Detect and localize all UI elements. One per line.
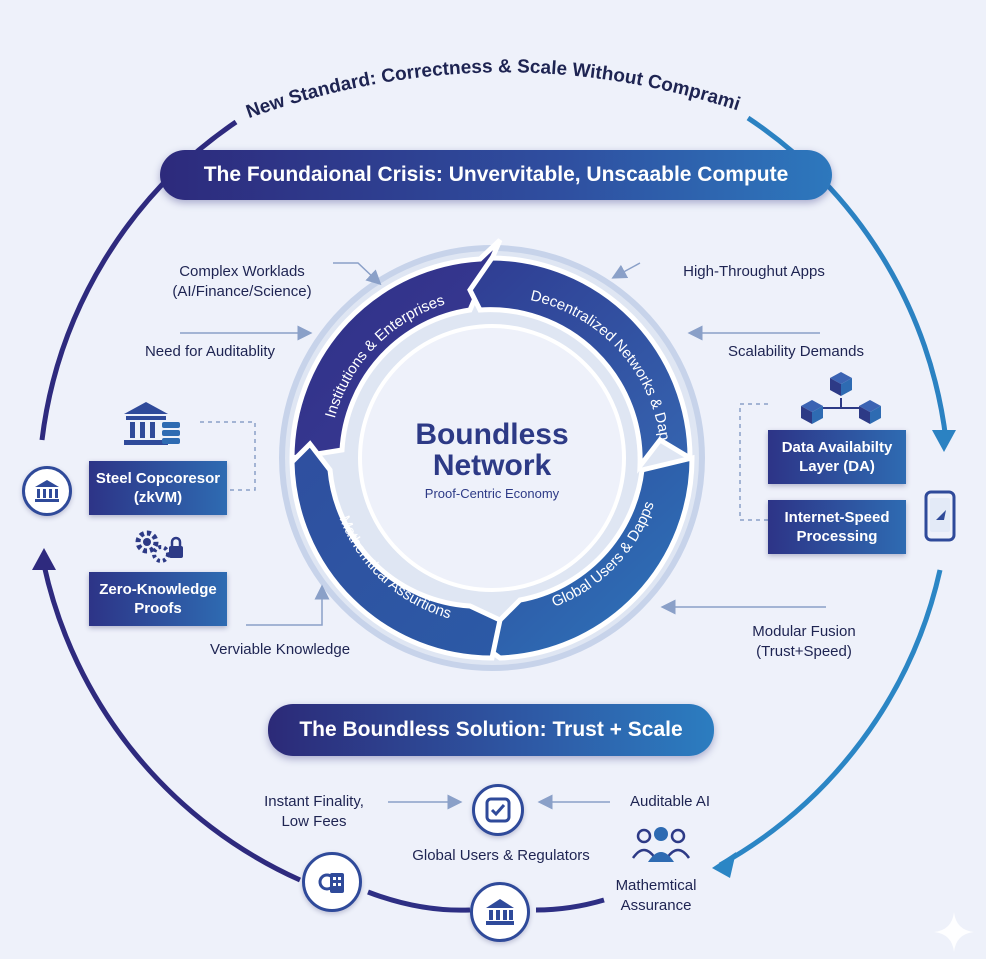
top-banner-text: The Foundaional Crisis: Unvervitable, Un… [203, 163, 789, 186]
internet-line2: Processing [796, 528, 878, 545]
internet-speed-box: Internet-Speed Processing [768, 500, 906, 554]
instant-line1: Instant Finality, [264, 793, 364, 810]
center-title: Boundless Network Proof-Centric Economy [392, 418, 592, 502]
bottom-banner: The Boundless Solution: Trust + Scale [268, 704, 714, 756]
top-banner: The Foundaional Crisis: Unvervitable, Un… [160, 150, 832, 200]
users-icon [630, 824, 692, 864]
modular-line2: (Trust+Speed) [756, 643, 852, 660]
building-icon [302, 852, 362, 912]
connector-arrows [180, 262, 826, 810]
da-line1: Data Availabilty [781, 439, 893, 456]
center-subtitle: Proof-Centric Economy [424, 486, 560, 501]
label-verifiable-knowledge: Verviable Knowledge [209, 641, 351, 658]
bank-icon-bottom [470, 882, 530, 942]
bank-icon [22, 466, 72, 516]
dashed-connectors [200, 403, 768, 521]
zero-knowledge-box: Zero-Knowledge Proofs [89, 572, 227, 626]
label-global-users-regulators: Global Users & Regulators [412, 847, 590, 864]
cubes-icon [800, 370, 882, 426]
internet-line1: Internet-Speed [784, 509, 890, 526]
math-line2: Assurance [620, 897, 692, 914]
outer-arrowhead-right [932, 430, 956, 452]
cycle-segment-top-left [289, 238, 503, 461]
label-auditability: Need for Auditablity [144, 343, 276, 360]
central-cycle [279, 238, 705, 671]
label-complex-workloads: Complex Worklads (AI/Finance/Science) [150, 262, 334, 302]
label-high-throughput: High-Throughut Apps [683, 263, 825, 280]
center-title-line1: Boundless [415, 418, 569, 451]
sparkle-icon [932, 910, 976, 954]
bank-stack-icon [120, 400, 184, 448]
checkbox-icon [472, 784, 524, 836]
center-title-line2: Network [432, 449, 552, 482]
data-availability-box: Data Availabilty Layer (DA) [768, 430, 906, 484]
phone-icon [924, 490, 956, 542]
zk-line2: Proofs [134, 600, 182, 617]
label-complex-line1: Complex Worklads [179, 263, 305, 280]
da-line2: Layer (DA) [799, 458, 875, 475]
zk-line1: Zero-Knowledge [99, 581, 217, 598]
instant-line2: Low Fees [281, 813, 347, 830]
cycle-segment-top-right [467, 255, 693, 474]
steel-line2: (zkVM) [133, 489, 183, 506]
gears-lock-icon [133, 528, 187, 564]
outer-arrowhead-bottom [712, 852, 736, 878]
steel-line1: Steel Copcoresor [95, 470, 221, 487]
math-line1: Mathemtical [615, 877, 697, 894]
bottom-banner-text: The Boundless Solution: Trust + Scale [299, 718, 683, 741]
outer-arrowhead-left [32, 548, 56, 570]
cycle-segment-bottom-left [289, 440, 503, 661]
label-scalability: Scalability Demands [728, 343, 864, 360]
steel-coprocessor-box: Steel Copcoresor (zkVM) [89, 461, 227, 515]
label-mathematical-assurance: Mathemtical Assurance [598, 876, 714, 916]
modular-line1: Modular Fusion [752, 623, 856, 640]
label-modular-fusion: Modular Fusion (Trust+Speed) [714, 622, 894, 662]
label-instant-finality: Instant Finality, Low Fees [244, 792, 384, 832]
arc-title: New Standard: Correctness & Scale Withou… [0, 0, 743, 123]
label-complex-line2: (AI/Finance/Science) [172, 283, 312, 300]
cycle-segment-bottom-right [474, 454, 695, 661]
label-auditable-ai: Auditable AI [629, 793, 711, 810]
